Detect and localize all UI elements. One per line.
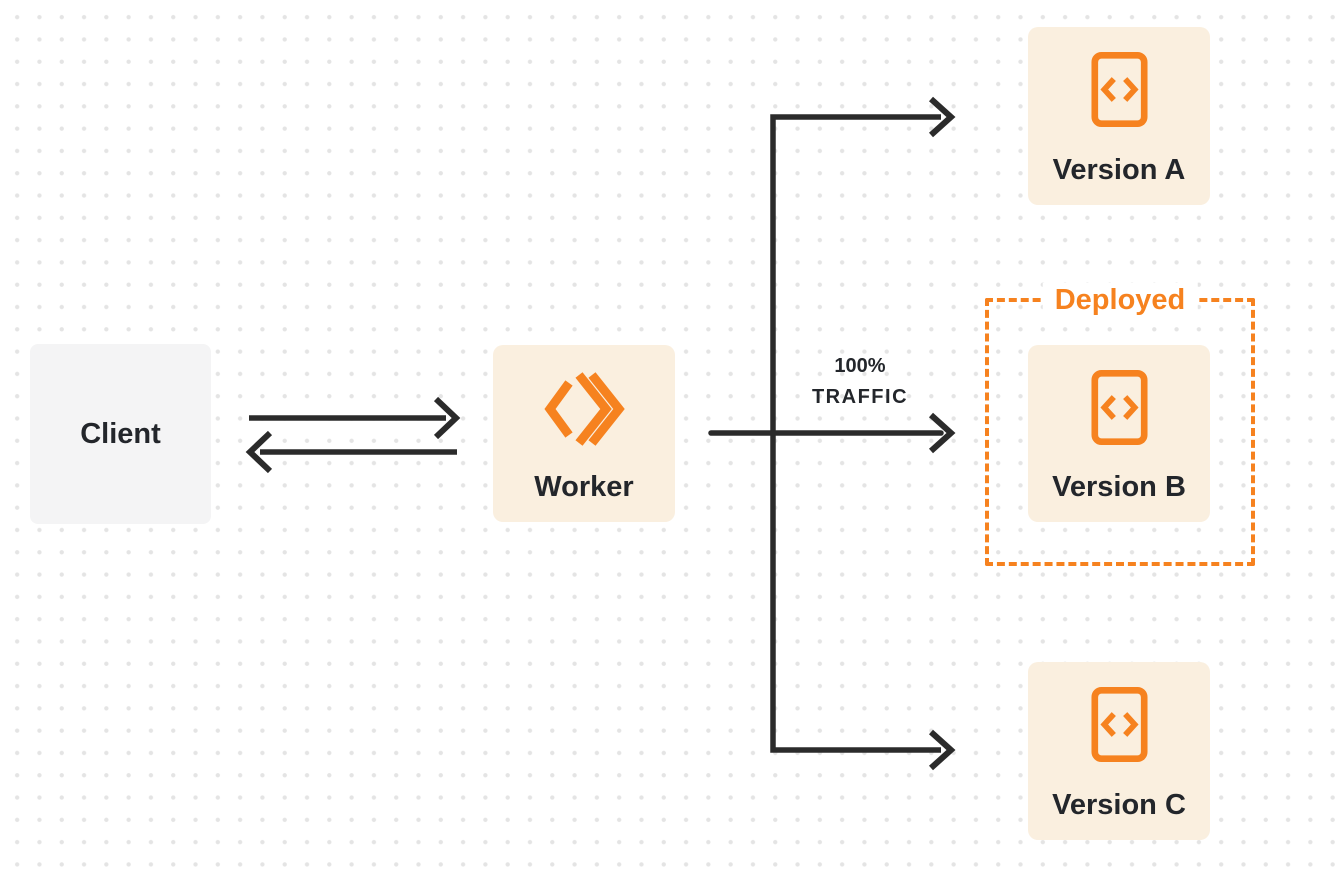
traffic-word-label: TRAFFIC [811,386,909,408]
version-a-label: Version A [1052,154,1186,186]
version-b-label: Version B [1052,471,1186,503]
worker-node: Worker [493,345,675,522]
code-file-icon [1090,369,1148,446]
client-label: Client [80,418,161,450]
workers-logo-icon [539,369,629,449]
deployed-group: Deployed [985,283,1255,566]
client-node: Client [30,344,211,524]
traffic-percent-label: 100% [834,355,886,377]
arrowhead-version-c-icon [928,729,956,771]
traffic-annotation: 100% TRAFFIC [793,355,927,408]
deployed-label: Deployed [1042,283,1198,317]
code-file-icon [1090,686,1148,763]
arrowhead-version-a-icon [928,96,956,138]
worker-to-client-arrowhead-icon [245,430,273,474]
arrowhead-version-b-icon [928,412,956,454]
worker-label: Worker [534,471,634,503]
code-file-icon [1090,51,1148,128]
version-b-node: Version B [1028,345,1210,522]
version-a-node: Version A [1028,27,1210,205]
client-to-worker-arrowhead-icon [433,396,461,440]
version-c-label: Version C [1052,789,1186,821]
version-c-node: Version C [1028,662,1210,840]
